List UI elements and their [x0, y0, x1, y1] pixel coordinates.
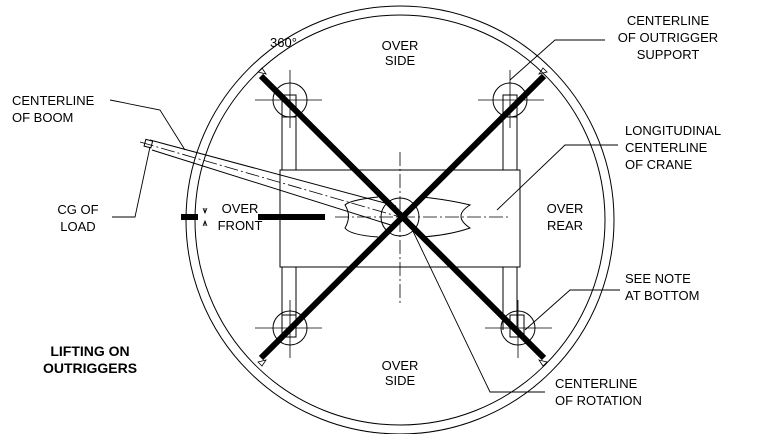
- svg-text:SUPPORT: SUPPORT: [637, 47, 700, 62]
- svg-text:CENTERLINE: CENTERLINE: [555, 376, 638, 391]
- svg-text:SIDE: SIDE: [385, 53, 416, 68]
- turntable: [344, 196, 472, 238]
- front-boundary-arrows: [202, 207, 208, 227]
- over-side-top-label: OVER SIDE: [382, 38, 419, 68]
- leader-lines: [109, 39, 620, 393]
- over-rear-label: OVER REAR: [547, 201, 584, 233]
- centerline-rotation-label: CENTERLINE OF ROTATION: [555, 376, 642, 408]
- svg-text:OVER: OVER: [547, 201, 584, 216]
- see-note-label: SEE NOTE AT BOTTOM: [625, 271, 699, 303]
- svg-text:OVER: OVER: [382, 358, 419, 373]
- centerline-boom-label: CENTERLINE OF BOOM: [12, 93, 95, 125]
- svg-text:LOAD: LOAD: [60, 219, 95, 234]
- svg-text:LONGITUDINAL: LONGITUDINAL: [625, 123, 721, 138]
- svg-text:OF CRANE: OF CRANE: [625, 157, 693, 172]
- over-front-label: OVER FRONT: [218, 201, 263, 233]
- svg-text:REAR: REAR: [547, 218, 583, 233]
- svg-text:CG OF: CG OF: [57, 202, 98, 217]
- svg-text:OVER: OVER: [222, 201, 259, 216]
- svg-text:OF ROTATION: OF ROTATION: [555, 393, 642, 408]
- lifting-on-outriggers-label: LIFTING ON OUTRIGGERS: [43, 343, 137, 376]
- svg-text:OF BOOM: OF BOOM: [12, 110, 73, 125]
- svg-text:SEE NOTE: SEE NOTE: [625, 271, 691, 286]
- svg-text:LIFTING ON: LIFTING ON: [50, 343, 129, 359]
- centerline-outrigger-support-label: CENTERLINE OF OUTRIGGER SUPPORT: [618, 13, 718, 62]
- boom: [139, 138, 401, 227]
- svg-text:CENTERLINE: CENTERLINE: [12, 93, 95, 108]
- boundary-arrows: [257, 67, 548, 367]
- longitudinal-centerline-crane-label: LONGITUDINAL CENTERLINE OF CRANE: [625, 123, 721, 172]
- cg-of-load-label: CG OF LOAD: [57, 202, 98, 234]
- svg-text:AT BOTTOM: AT BOTTOM: [625, 288, 699, 303]
- over-side-bottom-label: OVER SIDE: [382, 358, 419, 388]
- svg-text:OF OUTRIGGER: OF OUTRIGGER: [618, 30, 718, 45]
- svg-text:OUTRIGGERS: OUTRIGGERS: [43, 360, 137, 376]
- diagonal-boundary-2: [258, 73, 547, 361]
- svg-text:CENTERLINE: CENTERLINE: [625, 140, 708, 155]
- angle-label: 360°: [270, 35, 297, 50]
- svg-text:OVER: OVER: [382, 38, 419, 53]
- svg-text:FRONT: FRONT: [218, 218, 263, 233]
- svg-text:SIDE: SIDE: [385, 373, 416, 388]
- svg-text:CENTERLINE: CENTERLINE: [627, 13, 710, 28]
